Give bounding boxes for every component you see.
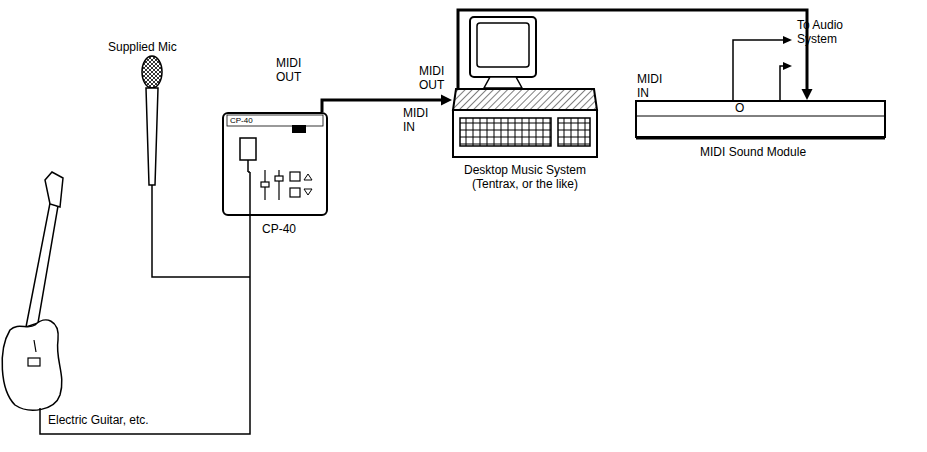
panel-title: CP-40	[230, 116, 253, 125]
port-label: MIDI IN	[637, 72, 662, 100]
monitor	[470, 17, 536, 88]
node-outline	[222, 112, 328, 216]
port-label: MIDI OUT	[419, 64, 444, 92]
node-outline	[452, 88, 598, 158]
audio-output-arrows	[733, 36, 792, 100]
port-label: MIDI OUT	[276, 56, 301, 84]
cp40-unit: CP-40CP-40	[222, 112, 328, 216]
arrow-head	[441, 95, 452, 106]
port-label: MIDI IN	[403, 106, 428, 134]
cable-line	[458, 10, 807, 90]
node-outline	[635, 100, 886, 140]
midi-cable	[322, 95, 452, 113]
unit-name: Desktop Music System (Tentrax, or the li…	[444, 163, 606, 191]
output-label: To Audio System	[797, 18, 875, 46]
unit-name: CP-40	[262, 222, 296, 236]
electric-guitar	[2, 172, 250, 434]
midi-sound-module: OMIDI Sound Module	[635, 100, 886, 140]
part-label: Electric Guitar, etc.	[48, 413, 149, 427]
unit-name: MIDI Sound Module	[700, 145, 806, 159]
part-label: Supplied Mic	[108, 40, 177, 54]
arrow-head	[802, 89, 813, 100]
midi-cable	[458, 10, 813, 100]
desktop-music-system: Desktop Music System (Tentrax, or the li…	[452, 88, 598, 158]
indicator-mark: O	[735, 101, 744, 115]
